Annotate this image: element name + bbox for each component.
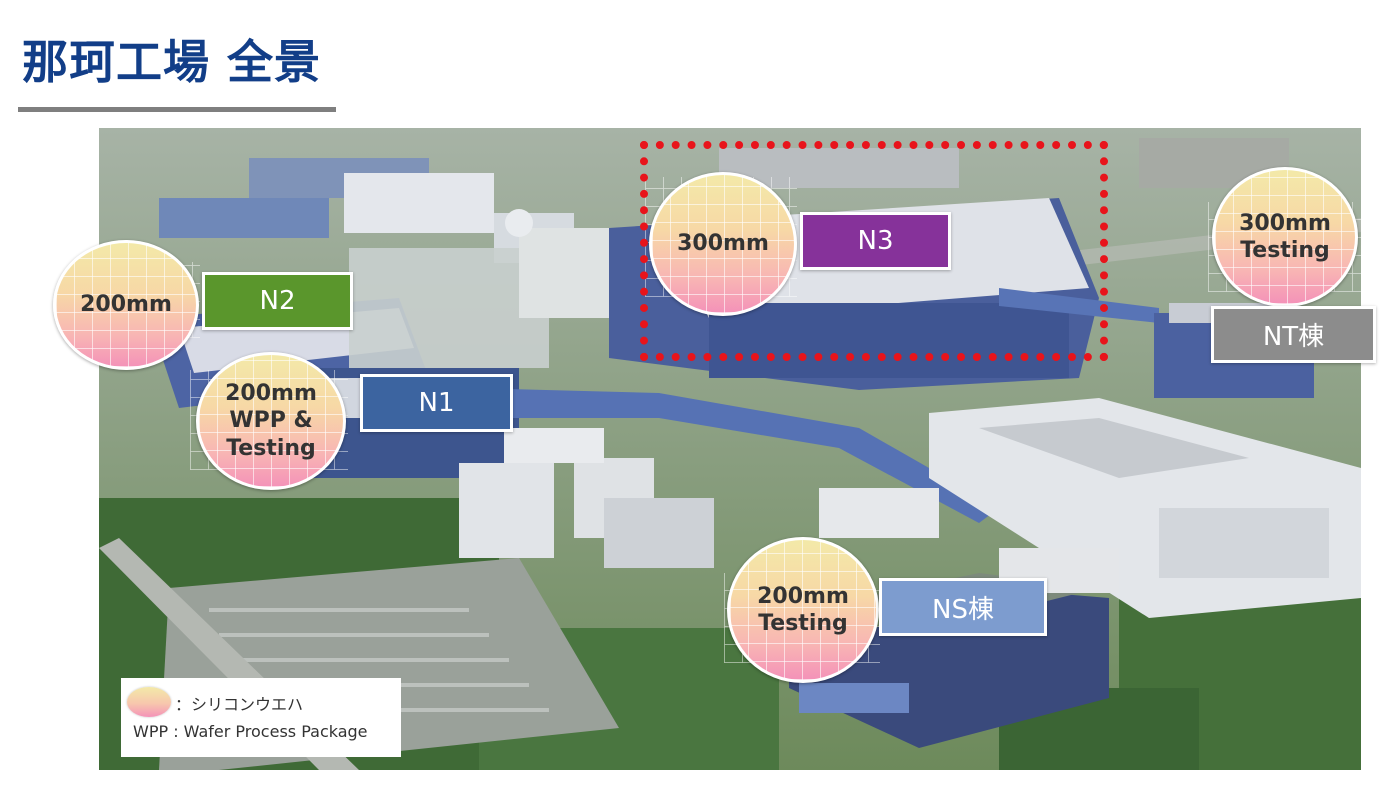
title-underline [18,107,336,112]
wafer-200mm-wpp-testing-n1: 200mm WPP & Testing [196,352,346,490]
legend-wafer-label: ：シリコンウエハ [175,695,304,714]
wafer-legend-icon [127,687,171,717]
building-label-n3: N3 [800,212,951,270]
wafer-300mm-testing-nt: 300mm Testing [1212,167,1358,307]
legend: ：シリコンウエハ WPP : Wafer Process Package [121,678,401,757]
legend-wpp-label: WPP : Wafer Process Package [133,722,368,741]
building-label-n1: N1 [360,374,513,432]
building-label-n2: N2 [202,272,353,330]
wafer-200mm-testing-ns: 200mm Testing [727,537,879,683]
page-title: 那珂工場 全景 [22,35,322,89]
wafer-200mm-n2: 200mm [53,240,199,370]
building-label-nt: NT棟 [1211,306,1376,363]
building-label-ns: NS棟 [879,578,1047,636]
n3-highlight-frame [640,141,1108,361]
wafer-300mm-n3: 300mm [649,172,797,316]
